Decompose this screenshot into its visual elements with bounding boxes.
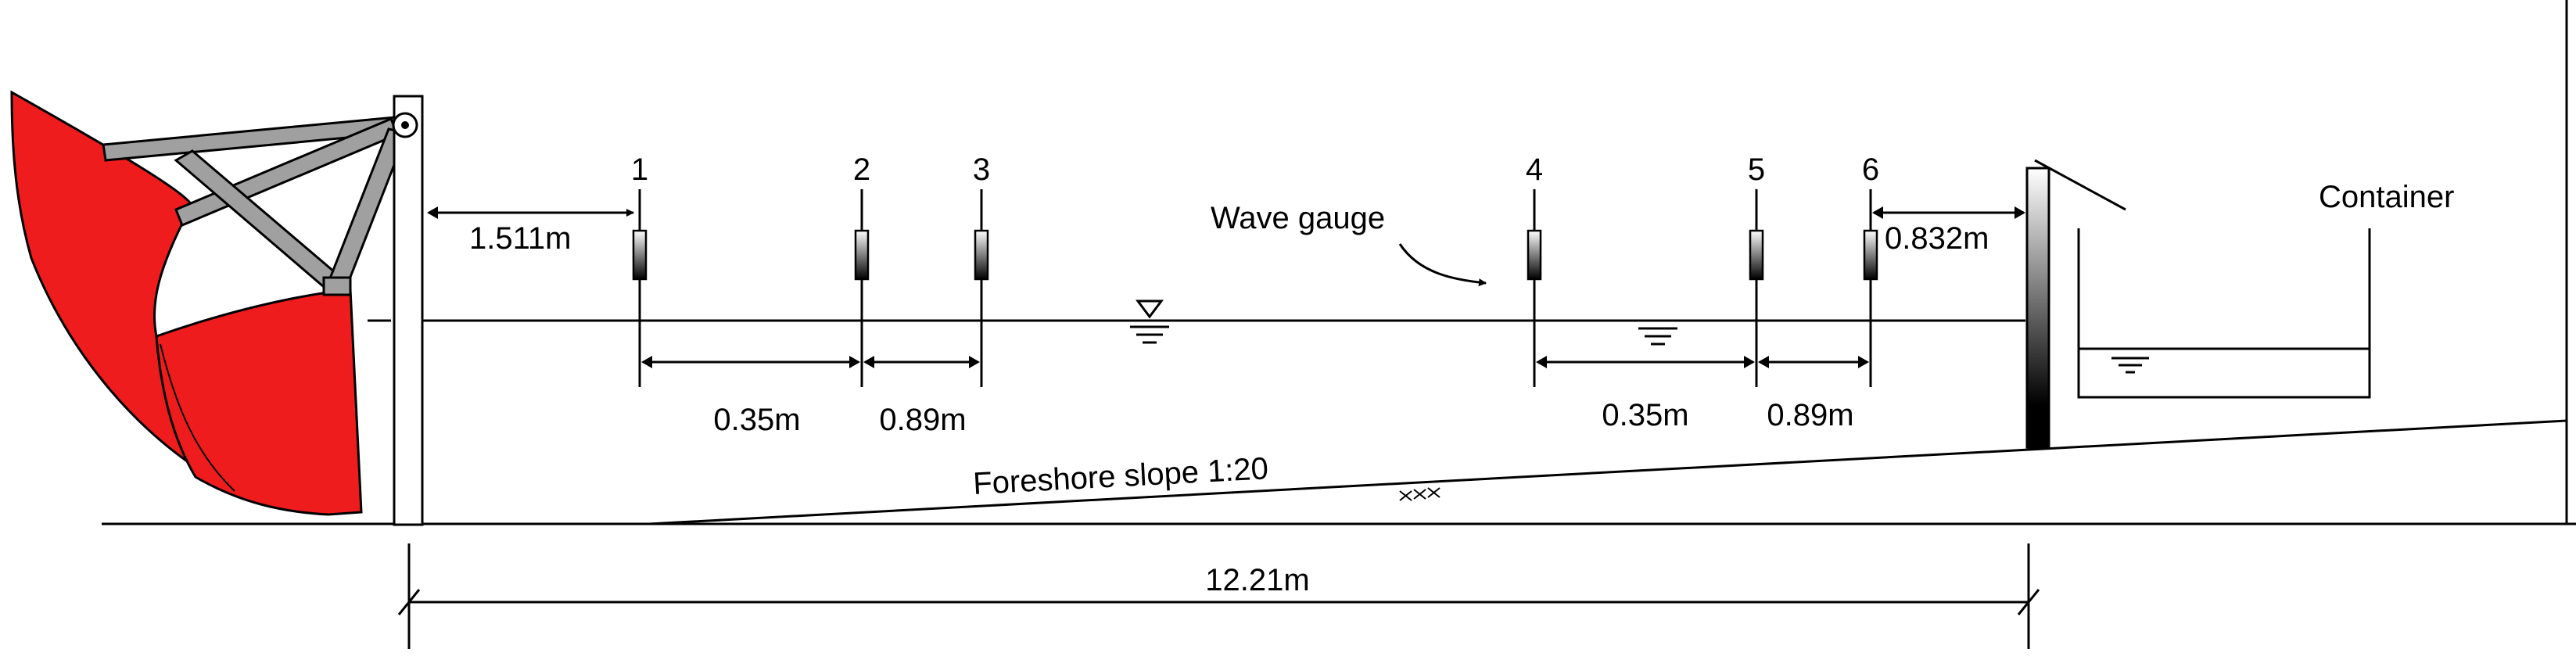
- dim-label-1221: 12.21m: [1205, 563, 1309, 597]
- container: Container: [2077, 180, 2454, 399]
- gauge-6-number: 6: [1862, 152, 1879, 187]
- gauge-4: 4: [1526, 152, 1543, 387]
- frame-diagonal-strut: [174, 149, 348, 292]
- wavemaker-flap-front: [155, 288, 363, 516]
- wavemaker-post: [393, 95, 424, 526]
- gauge-3: 3: [973, 152, 990, 387]
- wavemaker: [10, 90, 424, 526]
- gauge-1: 1: [631, 152, 648, 387]
- gauge-2-number: 2: [853, 152, 870, 187]
- foreshore-hatch: [1399, 487, 1440, 501]
- gauge-6-sensor: [1863, 229, 1878, 281]
- gauge-3-number: 3: [973, 152, 990, 187]
- wavemaker-flap-seam: [160, 343, 235, 492]
- gauge-5-sensor: [1749, 229, 1764, 281]
- wave-gauge-label: Wave gauge: [1211, 201, 1385, 235]
- dim-label-089-b: 0.89m: [1767, 398, 1853, 432]
- container-box: [2077, 228, 2371, 399]
- gauge-2: 2: [853, 152, 870, 387]
- dim-gauge6-to-wall: 0.832m: [1872, 206, 2025, 256]
- dim-overall-tick-right: [2017, 589, 2040, 615]
- dim-label-1511: 1.511m: [469, 221, 571, 256]
- gauge-4-number: 4: [1526, 152, 1543, 187]
- gauge-5: 5: [1748, 152, 1765, 387]
- dim-gauges-4-6: 0.35m 0.89m: [1536, 356, 1869, 432]
- dim-label-0832: 0.832m: [1885, 221, 1989, 256]
- gauge-1-number: 1: [631, 152, 648, 187]
- dim-label-035-b: 0.35m: [1602, 398, 1688, 432]
- water-level-symbol-2: [1638, 327, 1677, 346]
- gauge-2-sensor: [854, 229, 870, 281]
- wavemaker-frame: [102, 116, 409, 296]
- dim-overall-tick-left: [397, 589, 421, 615]
- gauge-6: 6: [1862, 152, 1879, 387]
- dim-paddle-to-gauge1: 1.511m: [427, 206, 634, 256]
- dim-label-089-a: 0.89m: [879, 403, 966, 437]
- dim-gauges-1-3: 0.35m 0.89m: [641, 356, 980, 437]
- wave-gauge-arrow: [1398, 243, 1487, 287]
- foreshore-slope-line: [648, 419, 2567, 525]
- flume-outline: [102, 0, 2576, 525]
- frame-hinge-block: [322, 276, 352, 296]
- gauge-5-number: 5: [1748, 152, 1765, 187]
- overtopping-plate: [2034, 159, 2126, 211]
- container-label: Container: [2319, 180, 2454, 214]
- water-level-symbol-1: [1130, 299, 1169, 344]
- gauge-1-sensor: [632, 229, 648, 281]
- gauge-3-sensor: [974, 229, 989, 281]
- seawall: [2025, 167, 2050, 449]
- dim-label-035-a: 0.35m: [713, 403, 800, 437]
- seawall-structure: [2025, 159, 2126, 449]
- gauge-4-sensor: [1527, 229, 1542, 281]
- wavemaker-pivot-pin: [401, 121, 409, 129]
- dim-overall: 12.21m: [397, 543, 2040, 649]
- wave-gauge-callout: Wave gauge: [1211, 201, 1487, 287]
